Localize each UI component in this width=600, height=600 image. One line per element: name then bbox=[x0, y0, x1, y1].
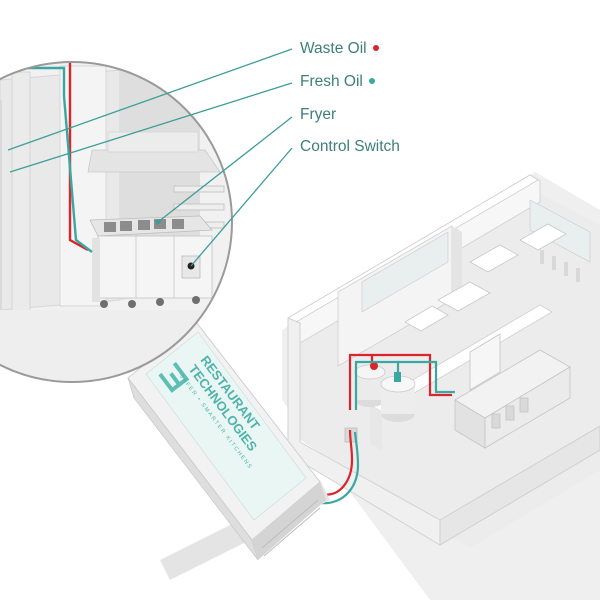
legend-item-control-switch: Control Switch bbox=[300, 138, 400, 156]
legend-item-waste-oil: Waste Oil bbox=[300, 40, 379, 58]
legend-item-fresh-oil: Fresh Oil bbox=[300, 73, 375, 91]
callout-leaders bbox=[7, 48, 293, 267]
building-cutaway bbox=[282, 172, 600, 600]
leader-fresh-oil bbox=[9, 82, 293, 173]
leader-control-switch bbox=[190, 147, 293, 267]
restaurant-technologies-logo-icon bbox=[158, 362, 190, 393]
oil-hoses bbox=[313, 429, 360, 505]
legend-label-waste-oil: Waste Oil bbox=[300, 40, 367, 57]
fresh-oil-dot-icon bbox=[368, 77, 375, 84]
legend-label-fryer: Fryer bbox=[300, 106, 337, 123]
oil-tanks bbox=[354, 362, 416, 422]
legend-item-fryer: Fryer bbox=[300, 106, 336, 124]
legend-label-control-switch: Control Switch bbox=[300, 138, 400, 155]
oil-service-truck bbox=[127, 321, 330, 580]
legend-label-fresh-oil: Fresh Oil bbox=[300, 73, 363, 90]
waste-oil-dot-icon bbox=[372, 44, 379, 51]
leader-waste-oil bbox=[7, 48, 293, 151]
leader-fryer bbox=[157, 116, 293, 223]
fryer-unit bbox=[89, 215, 213, 308]
